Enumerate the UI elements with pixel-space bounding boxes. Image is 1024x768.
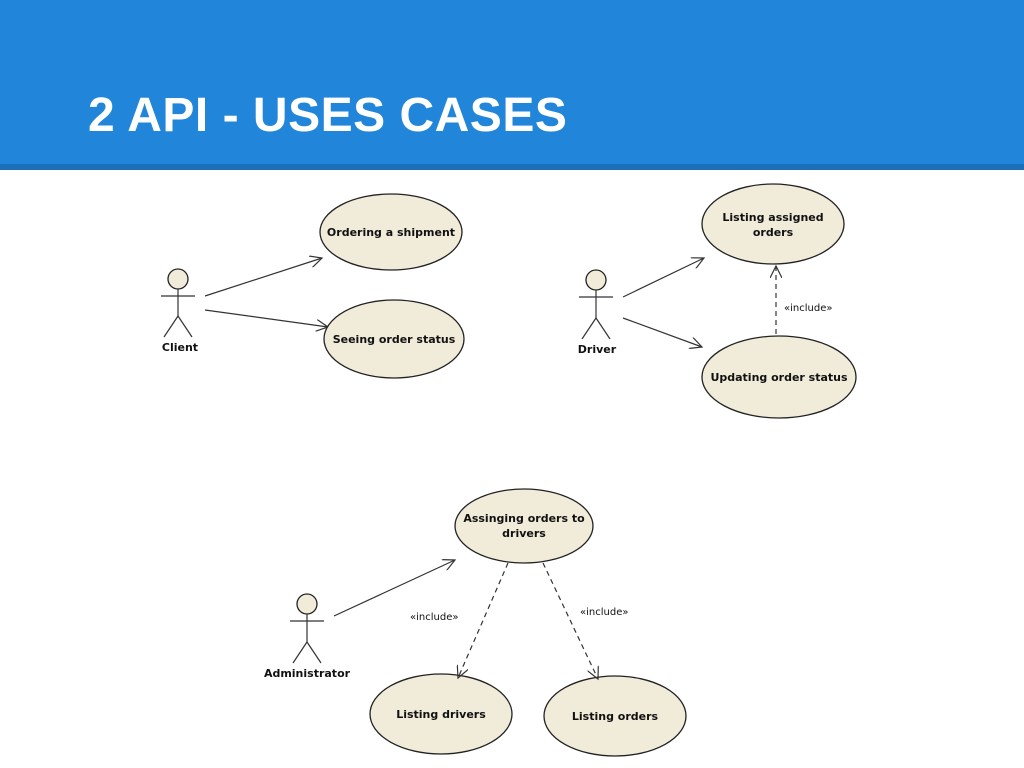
actor-client: Client: [161, 268, 198, 354]
use-case-label: drivers: [502, 527, 546, 540]
actor-administrator: Administrator: [264, 593, 351, 680]
use-case-assigning-orders: Assinging orders to drivers: [454, 488, 594, 564]
use-case-label: Seeing order status: [333, 333, 456, 346]
use-case-listing-assigned-orders: Listing assigned orders: [701, 183, 845, 265]
slide-header: 2 API - USES CASES: [0, 0, 1024, 170]
actor-head-icon: [585, 269, 607, 291]
actor-label: Client: [162, 341, 198, 354]
use-case-label: Updating order status: [710, 371, 848, 384]
include-dependency: [542, 562, 598, 679]
include-label: «include»: [784, 303, 832, 314]
association-line: [622, 317, 702, 347]
use-case-label: Listing drivers: [396, 708, 486, 721]
actor-driver: Driver: [578, 269, 617, 356]
association-line: [333, 560, 455, 617]
use-case-label: Listing assigned: [722, 211, 823, 224]
include-dependency: [458, 562, 509, 678]
association-line: [622, 258, 704, 298]
actor-label: Administrator: [264, 667, 351, 680]
use-case-listing-orders: Listing orders: [543, 675, 687, 757]
use-case-label: Assinging orders to: [463, 512, 585, 525]
use-case-label: Ordering a shipment: [327, 226, 455, 239]
actor-head-icon: [167, 268, 189, 290]
use-case-updating-order-status: Updating order status: [701, 335, 857, 419]
use-case-label: Listing orders: [572, 710, 659, 723]
association-line: [204, 309, 328, 327]
association-line: [204, 258, 322, 297]
include-label: «include»: [410, 612, 458, 623]
use-case-ordering-shipment: Ordering a shipment: [319, 193, 463, 271]
actor-label: Driver: [578, 343, 617, 356]
use-case-listing-drivers: Listing drivers: [369, 673, 513, 755]
use-case-label: orders: [753, 226, 794, 239]
slide-title: 2 API - USES CASES: [88, 89, 568, 142]
include-label: «include»: [580, 607, 628, 618]
use-case-seeing-order-status: Seeing order status: [323, 299, 465, 379]
actor-head-icon: [296, 593, 318, 615]
